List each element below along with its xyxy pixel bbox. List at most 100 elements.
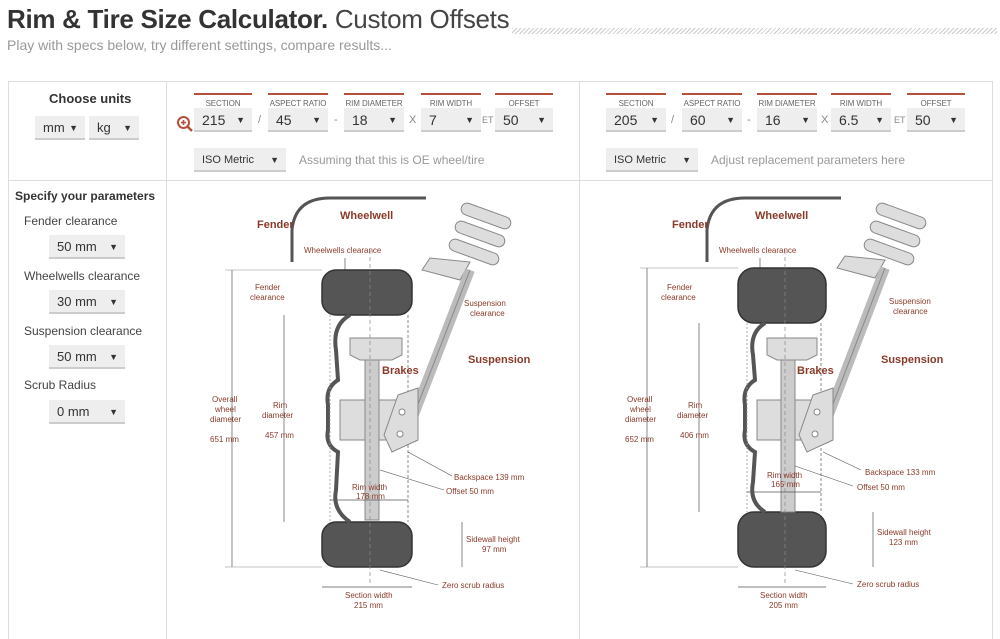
wheelwells-clearance-label: Wheelwells clearance [24, 269, 141, 283]
overall-label-3: diameter [625, 415, 656, 424]
rim-diameter-value: 406 mm [680, 431, 709, 440]
brakes-label: Brakes [797, 365, 834, 377]
suspension-clearance-select[interactable]: 50 mm▼ [49, 345, 125, 369]
sidewall-label: Sidewall height [877, 528, 932, 537]
suspension-clearance-label-1: Suspension [889, 297, 931, 306]
chevron-down-icon: ▼ [388, 115, 397, 125]
fender-clearance-label: Fender clearance [24, 214, 118, 228]
backspace-value: Backspace 139 mm [454, 473, 525, 482]
fender-label: Fender [672, 219, 709, 231]
knuckle [383, 387, 419, 453]
section-width-label: Section width [760, 591, 808, 600]
knuckle-bolt [813, 408, 821, 416]
right-section-width-select[interactable]: 205▼ [606, 108, 666, 132]
zoom-in-icon[interactable] [176, 115, 194, 133]
sep-x: X [821, 114, 829, 126]
left-offset-select[interactable]: 50▼ [495, 108, 553, 132]
length-unit-select[interactable]: mm▼ [35, 116, 85, 140]
left-aspect-ratio-select[interactable]: 45▼ [268, 108, 328, 132]
section-width-value: 215 mm [354, 601, 383, 610]
suspension-clearance-label-2: clearance [893, 307, 928, 316]
header-hatch-decoration [512, 28, 997, 34]
chevron-down-icon: ▼ [109, 407, 118, 417]
suspension-mount [421, 257, 471, 281]
overall-label-2: wheel [214, 405, 236, 414]
calculator-panel: Choose units mm▼ kg▼ SECTION WIDTH ASPEC… [8, 81, 993, 639]
rim-diameter-label-1: Rim [688, 401, 703, 410]
scrub-radius-value: 0 mm [57, 404, 90, 419]
rim-width-value: 178 mm [356, 492, 385, 501]
wheelwell-label: Wheelwell [340, 210, 393, 222]
chevron-down-icon: ▼ [875, 115, 884, 125]
left-section-width-select[interactable]: 215▼ [194, 108, 252, 132]
left-standard-select[interactable]: ISO Metric▼ [194, 148, 286, 172]
chevron-down-icon: ▼ [801, 115, 810, 125]
sep-slash: / [671, 114, 675, 126]
brake-caliper [766, 337, 818, 361]
section-width-value: 205 mm [769, 601, 798, 610]
weight-unit-value: kg [97, 120, 111, 135]
right-standard-select[interactable]: ISO Metric▼ [606, 148, 698, 172]
left-rim-diameter-select[interactable]: 18 ▼ [344, 108, 404, 132]
scrub-radius-label: Scrub Radius [24, 378, 97, 392]
fender-clearance-label-2: clearance [661, 293, 696, 302]
offset-value: Offset 50 mm [446, 487, 494, 496]
chevron-down-icon: ▼ [123, 123, 132, 133]
sep-slash: / [258, 114, 262, 126]
right-rim-diameter-value: 16 [765, 112, 781, 128]
tire-bottom [321, 521, 413, 568]
sep-dash: - [334, 114, 338, 126]
left-rim-width-header: RIM WIDTH [421, 93, 481, 108]
fender-clearance-select[interactable]: 50 mm▼ [49, 235, 125, 259]
page-subtitle: Play with specs below, try different set… [7, 37, 392, 53]
offset-leader [794, 465, 854, 487]
knuckle-bolt [396, 430, 404, 438]
chevron-down-icon: ▼ [465, 115, 474, 125]
divider-middle [579, 82, 580, 639]
offset-leader [379, 469, 445, 491]
scrub-radius-select[interactable]: 0 mm ▼ [49, 400, 125, 424]
fender-clearance-label-1: Fender [255, 283, 281, 292]
title-sub: Custom Offsets [334, 4, 510, 34]
wheelwells-clearance-select[interactable]: 30 mm▼ [49, 290, 125, 314]
suspension-clearance-value: 50 mm [57, 349, 97, 364]
brake-caliper [349, 337, 403, 361]
right-aspect-ratio-value: 60 [690, 112, 706, 128]
chevron-down-icon: ▼ [109, 242, 118, 252]
left-rim-width-select[interactable]: 7▼ [421, 108, 481, 132]
right-rim-diameter-header: RIM DIAMETER [757, 93, 817, 108]
right-offset-header: OFFSET [907, 93, 965, 108]
fender-clearance-label-2: clearance [250, 293, 285, 302]
rim-profile-left [742, 321, 767, 514]
backspace-leader [407, 451, 453, 477]
right-aspect-ratio-select[interactable]: 60▼ [682, 108, 742, 132]
rim-diameter-label-1: Rim [273, 401, 288, 410]
section-width-label: Section width [345, 591, 393, 600]
page-title: Rim & Tire Size Calculator. Custom Offse… [7, 4, 997, 35]
params-title: Specify your parameters [15, 189, 156, 203]
left-offset-header: OFFSET [495, 93, 553, 108]
chevron-down-icon: ▼ [312, 115, 321, 125]
overall-label-1: Overall [627, 395, 653, 404]
weight-unit-select[interactable]: kg ▼ [89, 116, 139, 140]
right-rim-diameter-select[interactable]: 16 ▼ [757, 108, 817, 132]
zero-scrub-leader [379, 569, 439, 586]
fender-clearance-label-1: Fender [667, 283, 693, 292]
units-title: Choose units [49, 91, 132, 106]
suspension-label: Suspension [468, 354, 531, 366]
wheelwell-outline [290, 196, 426, 262]
tire-bottom [737, 511, 827, 568]
page-header: Rim & Tire Size Calculator. Custom Offse… [7, 4, 997, 56]
wheelwell-label: Wheelwell [755, 210, 808, 222]
wheelwell-outline [705, 196, 841, 262]
right-section-width-value: 205 [614, 112, 638, 128]
sep-et: ET [482, 115, 494, 125]
left-standard-value: ISO Metric [202, 154, 254, 166]
right-rim-width-select[interactable]: 6.5▼ [831, 108, 891, 132]
left-rim-diameter-value: 18 [352, 112, 368, 128]
sidewall-value: 97 mm [482, 545, 507, 554]
length-unit-value: mm [43, 120, 65, 135]
left-rim-diameter-header: RIM DIAMETER [344, 93, 404, 108]
left-note: Assuming that this is OE wheel/tire [299, 153, 485, 167]
right-offset-select[interactable]: 50▼ [907, 108, 965, 132]
